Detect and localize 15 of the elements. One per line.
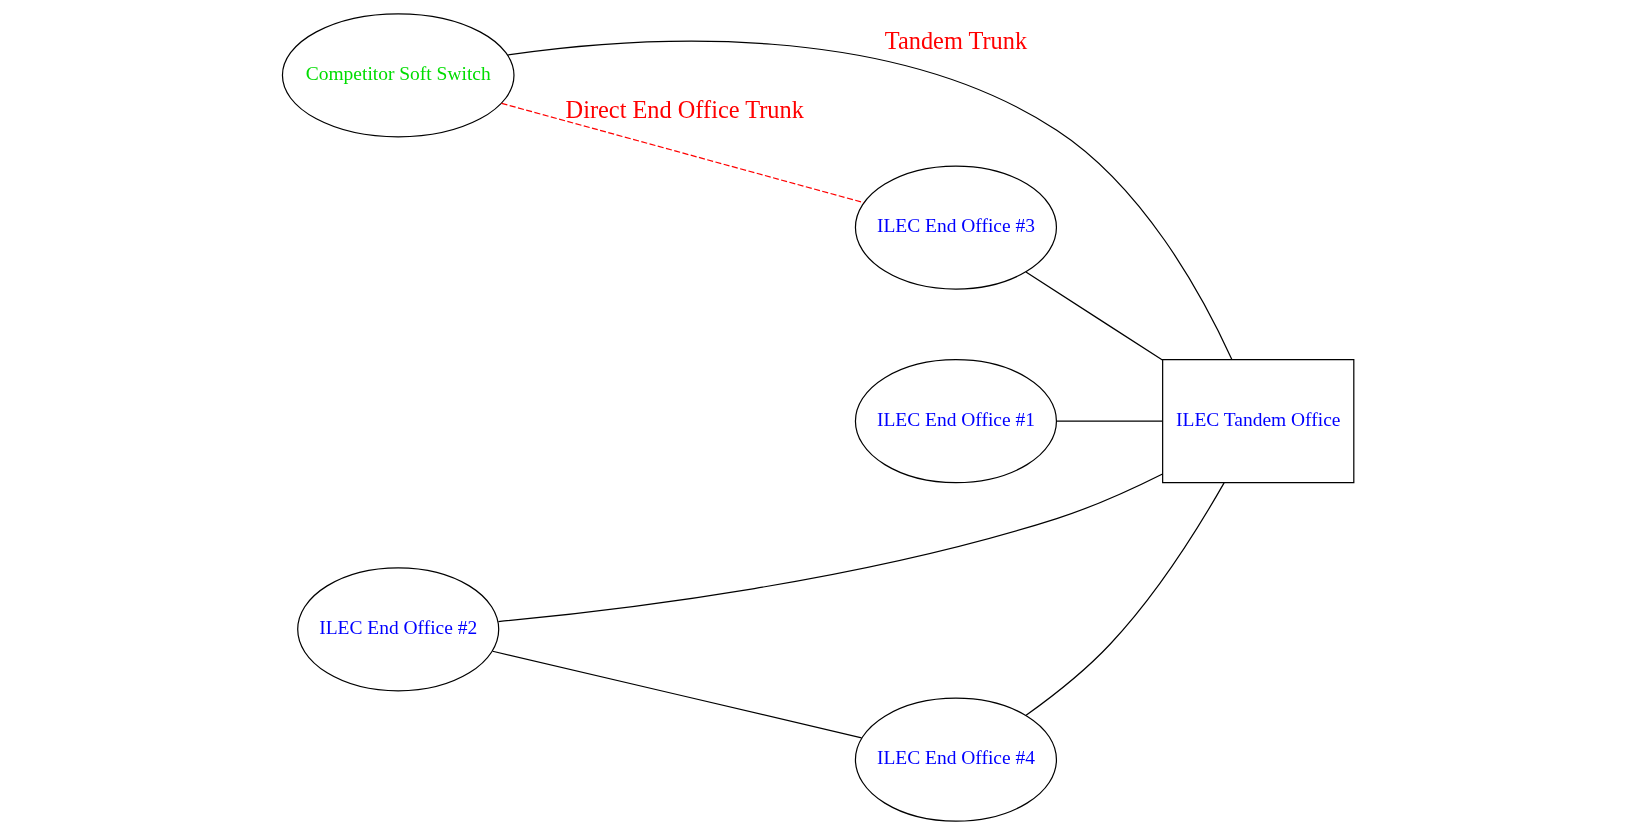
connector [1024, 270, 1163, 361]
node-ellipse: Competitor Soft Switch [281, 12, 515, 137]
connector [1055, 420, 1163, 422]
edge-label: Tandem Trunk [884, 26, 1027, 54]
connector [491, 650, 862, 738]
connector [506, 40, 1232, 360]
node-ellipse: ILEC End Office #4 [854, 697, 1057, 822]
node-ellipse: ILEC End Office #2 [296, 566, 499, 691]
edge-label: Direct End Office Trunk [565, 95, 804, 123]
node-box: ILEC Tandem Office [1161, 358, 1354, 483]
connector [500, 102, 864, 203]
node-ellipse: ILEC End Office #1 [854, 358, 1057, 483]
node-ellipse: ILEC End Office #3 [854, 164, 1057, 290]
connector [1025, 481, 1225, 716]
connector [497, 472, 1163, 622]
